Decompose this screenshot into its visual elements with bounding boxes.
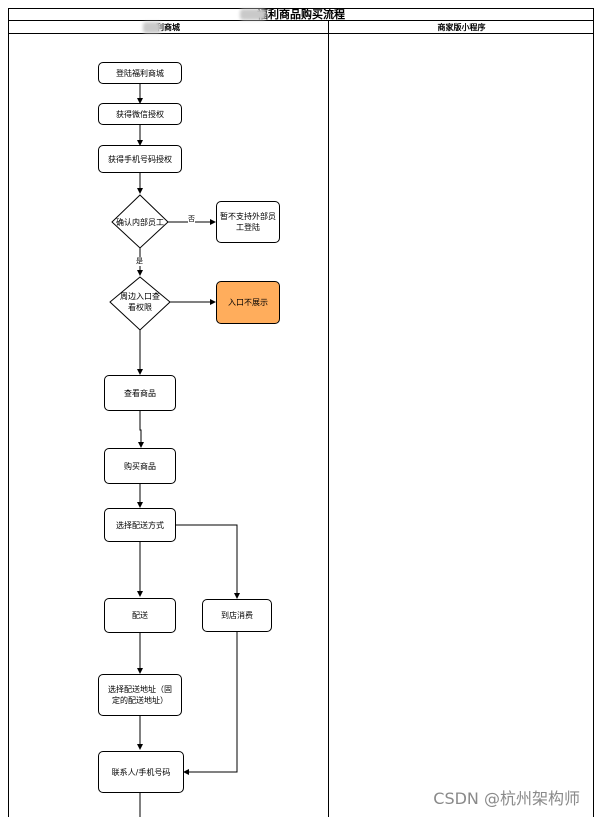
lane-divider bbox=[328, 34, 329, 817]
node-wechat-auth: 获得微信授权 bbox=[98, 103, 182, 125]
node-not-supported: 暂不支持外部员工登陆 bbox=[216, 201, 280, 243]
node-in-store: 到店消费 bbox=[202, 599, 272, 632]
edge-label-yes: 是 bbox=[136, 257, 143, 266]
edge-view-buy bbox=[138, 411, 144, 448]
redacted-mark bbox=[240, 9, 266, 20]
edge-store-contact bbox=[183, 632, 238, 775]
node-phone-auth: 获得手机号码授权 bbox=[98, 145, 182, 173]
decision-check-permission: 周边入口查看权限 bbox=[120, 292, 160, 312]
node-login: 登陆福利商城 bbox=[98, 62, 182, 84]
edge-choose-store bbox=[176, 524, 240, 599]
decision-shape-perm bbox=[109, 276, 171, 331]
node-choose-address: 选择配送地址（固定的配送地址） bbox=[98, 674, 182, 716]
lane-header-right: 商家版小程序 bbox=[328, 21, 594, 34]
decision-shape-confirm bbox=[111, 194, 169, 249]
decision-confirm-internal: 确认内部员工 bbox=[116, 217, 164, 227]
node-choose-delivery: 选择配送方式 bbox=[104, 508, 176, 542]
node-contact: 联系人/手机号码 bbox=[98, 751, 184, 793]
watermark: CSDN @杭州架构师 bbox=[433, 789, 580, 808]
edge-label-no: 否 bbox=[188, 215, 195, 224]
node-buy-goods: 购买商品 bbox=[104, 448, 176, 484]
redacted-mark bbox=[143, 22, 161, 33]
diagram-title: 福利商品购买流程 bbox=[8, 8, 594, 21]
node-view-goods: 查看商品 bbox=[104, 375, 176, 411]
lane-header-left: 利商城 bbox=[8, 21, 328, 34]
node-delivery: 配送 bbox=[104, 598, 176, 633]
node-entry-hidden: 入口不展示 bbox=[216, 281, 280, 324]
